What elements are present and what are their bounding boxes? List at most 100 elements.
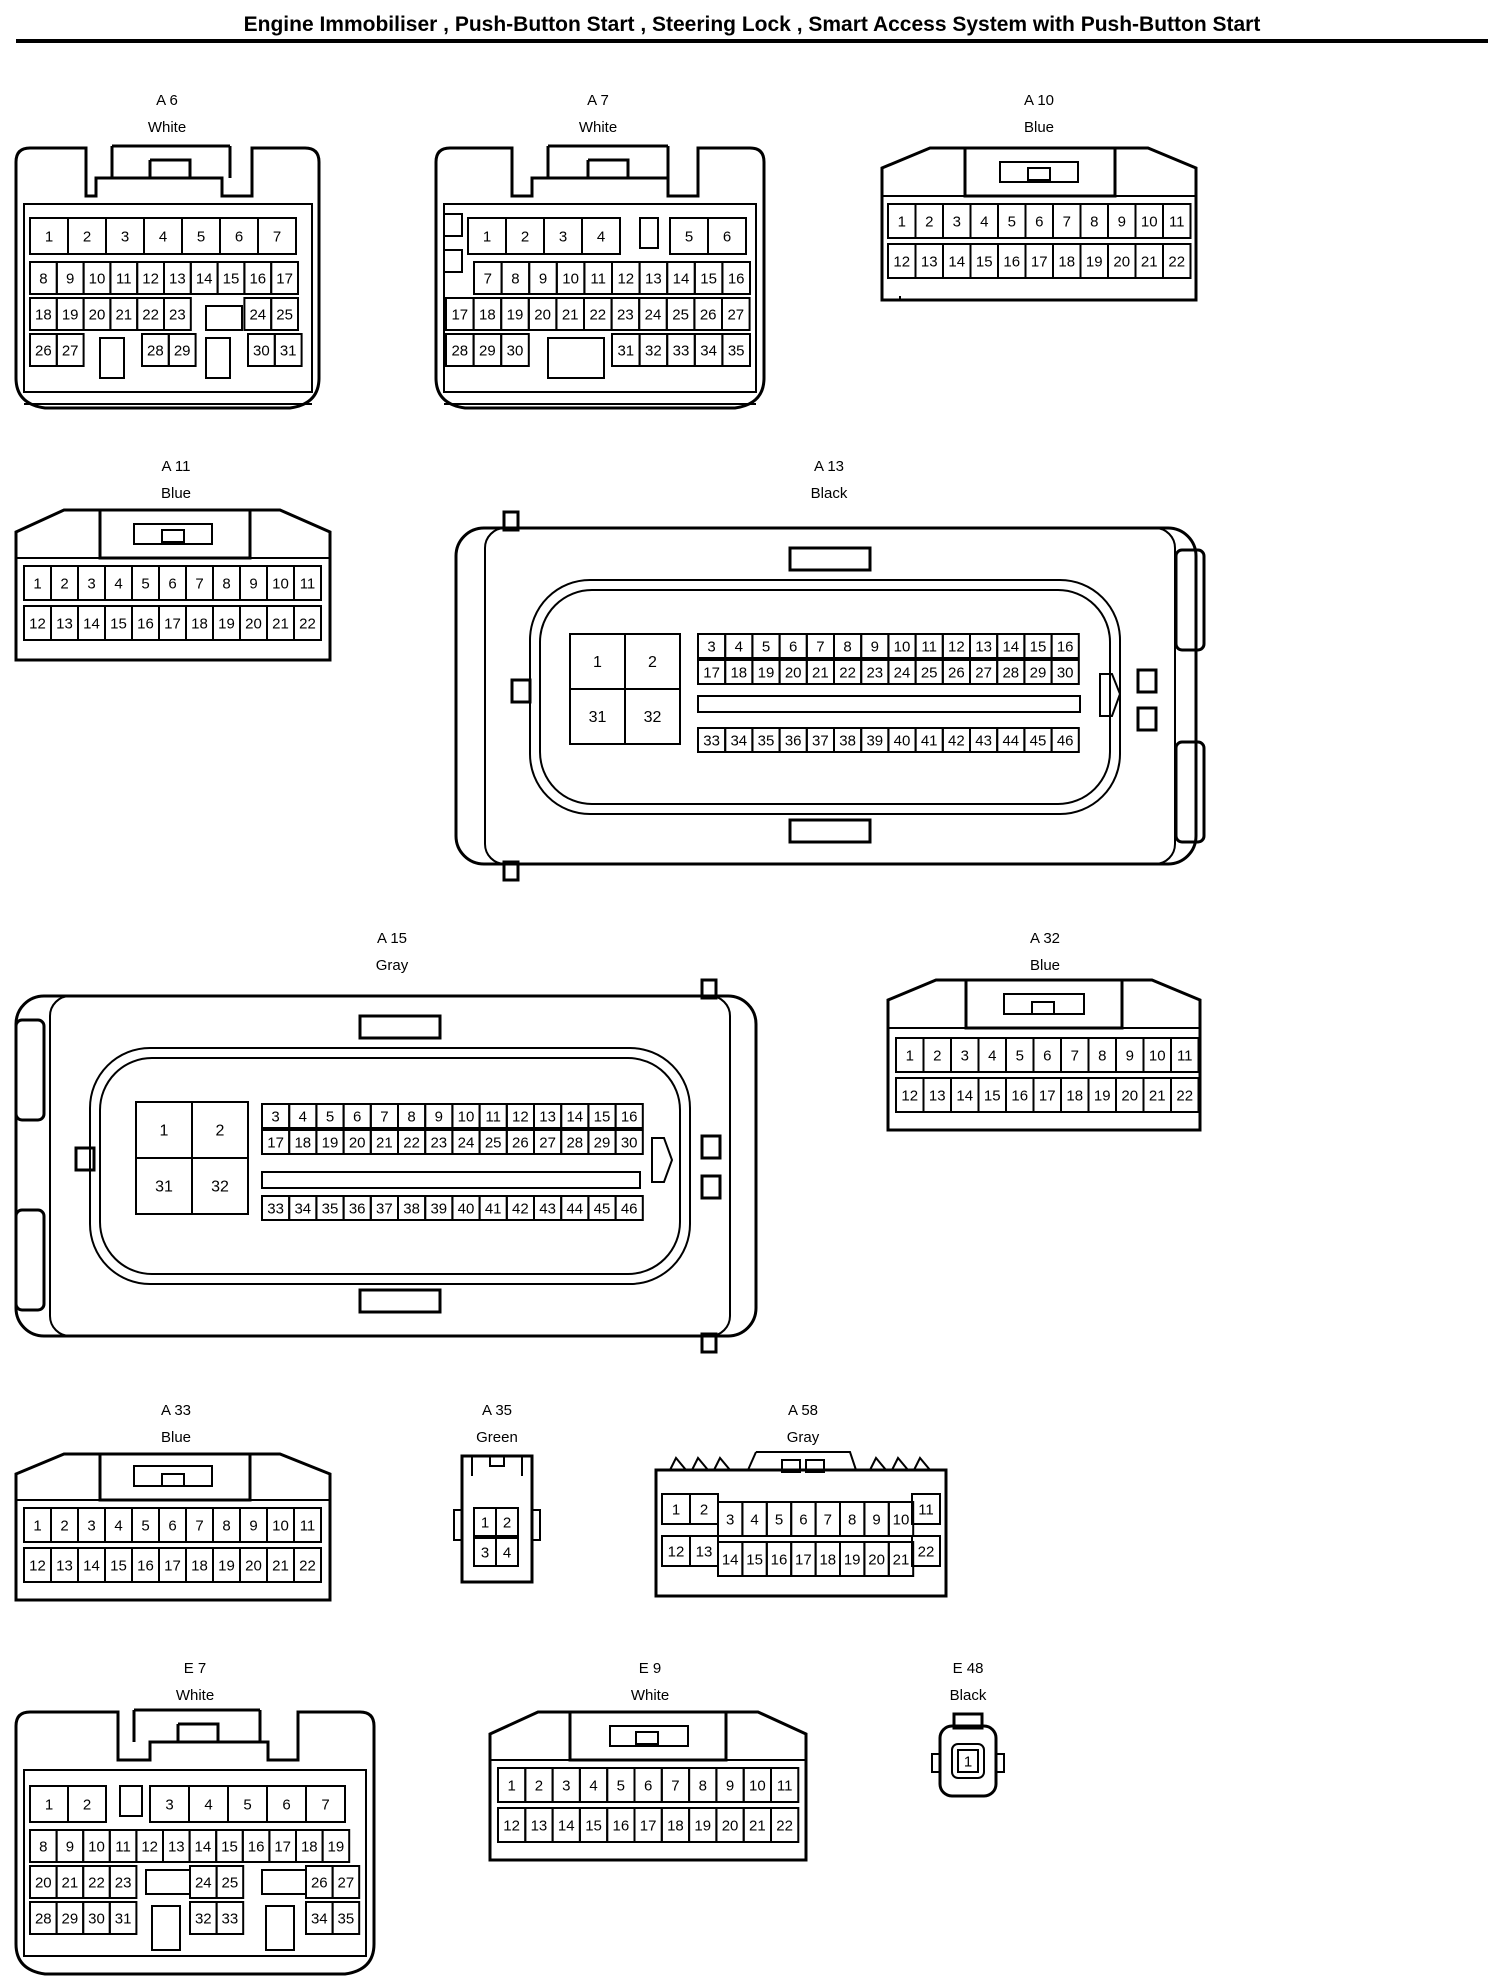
- a6-pin-number: 16: [249, 271, 266, 288]
- a13-pin-number: 33: [703, 733, 720, 750]
- a7-pin-cavity: [721, 333, 752, 367]
- a13-pin-number: 27: [975, 665, 992, 682]
- a32-pin-number: 20: [1121, 1088, 1138, 1105]
- e7-pin-number: 7: [321, 1797, 329, 1814]
- a58-pin-number: 3: [726, 1512, 734, 1529]
- a6-pin-number: 18: [35, 307, 52, 324]
- a15-pin-number: 7: [380, 1109, 388, 1126]
- a13-pin-number: 37: [812, 733, 829, 750]
- a13-pin-number: 13: [975, 639, 992, 656]
- a58-pin-number: 7: [824, 1512, 832, 1529]
- a11-pin-number: 17: [164, 616, 181, 633]
- a7-pin-number: 32: [645, 343, 662, 360]
- a10-pin-number: 20: [1113, 254, 1130, 271]
- a58-pin-number: 17: [795, 1552, 812, 1569]
- e48-pin-number: 1: [964, 1754, 972, 1771]
- a7-pin-number: 34: [700, 343, 717, 360]
- a6-pin-number: 1: [45, 229, 53, 246]
- e7-pin-number: 9: [66, 1839, 74, 1856]
- a6-pin-number: 4: [159, 229, 167, 246]
- a15-pin-number: 22: [403, 1135, 420, 1152]
- connector-e7: [14, 1708, 376, 1976]
- a32-pin-number: 19: [1094, 1088, 1111, 1105]
- connector-color-a58: Gray: [787, 1429, 820, 1446]
- a13-pin-number: 4: [735, 639, 743, 656]
- e7-pin-number: 16: [248, 1839, 265, 1856]
- a10-pin-number: 4: [980, 214, 988, 231]
- a7-pin-number: 2: [521, 229, 529, 246]
- a13-pin-number: 42: [948, 733, 965, 750]
- e7-pin-number: 32: [195, 1911, 212, 1928]
- a13-pin-number: 24: [894, 665, 911, 682]
- e9-pin-number: 9: [726, 1778, 734, 1795]
- a32-pin-number: 15: [984, 1088, 1001, 1105]
- e9-pin-number: 7: [671, 1778, 679, 1795]
- a6-pin-number: 15: [223, 271, 240, 288]
- a32-pin-number: 6: [1043, 1048, 1051, 1065]
- a10-pin-number: 11: [1169, 214, 1185, 231]
- page-title: Engine Immobiliser , Push-Button Start ,…: [244, 13, 1261, 36]
- a15-pin-number: 30: [621, 1135, 638, 1152]
- a7-pin-number: 10: [562, 271, 579, 288]
- a7-pin-number: 28: [451, 343, 468, 360]
- a32-pin-number: 3: [961, 1048, 969, 1065]
- a6-pin-number: 9: [66, 271, 74, 288]
- a33-pin-number: 19: [218, 1558, 235, 1575]
- a7-pin-number: 20: [534, 307, 551, 324]
- e9-pin-number: 6: [644, 1778, 652, 1795]
- a7-pin-cavity: [721, 297, 751, 331]
- a15-pin-number: 29: [594, 1135, 611, 1152]
- connector-id-e48: E 48: [953, 1660, 984, 1677]
- a33-pin-number: 3: [87, 1518, 95, 1535]
- a15-pin-number: 8: [407, 1109, 415, 1126]
- a15-pin-number: 14: [566, 1109, 583, 1126]
- a35-pin-number: 2: [503, 1515, 511, 1532]
- a58-pin-number: 8: [848, 1512, 856, 1529]
- a15-pin-number: 16: [621, 1109, 638, 1126]
- a10-pin-number: 10: [1141, 214, 1158, 231]
- a6-pin-number: 24: [249, 307, 266, 324]
- a15-pin-number: 35: [322, 1201, 339, 1218]
- a7-pin-cavity: [500, 333, 530, 367]
- a10-pin-number: 1: [898, 214, 906, 231]
- a11-pin-number: 8: [222, 576, 230, 593]
- a7-pin-number: 12: [617, 271, 634, 288]
- e7-pin-number: 17: [274, 1839, 291, 1856]
- a32-pin-number: 7: [1071, 1048, 1079, 1065]
- a33-pin-number: 22: [299, 1558, 316, 1575]
- e7-pin-number: 19: [328, 1839, 345, 1856]
- e9-pin-number: 10: [749, 1778, 766, 1795]
- a15-pin-number: 11: [485, 1109, 501, 1126]
- a13-pin-number: 11: [921, 639, 937, 656]
- e7-pin-cavity: [321, 1829, 351, 1863]
- a6-pin-number: 27: [62, 343, 79, 360]
- a10-pin-number: 18: [1058, 254, 1075, 271]
- a13-pin-number: 5: [762, 639, 770, 656]
- e48-pin-cavity: [957, 1749, 979, 1773]
- e7-pin-cavity: [305, 1785, 346, 1823]
- a33-pin-number: 7: [195, 1518, 203, 1535]
- a11-pin-number: 19: [218, 616, 235, 633]
- a11-pin-cavity: [293, 605, 322, 641]
- e9-pin-number: 20: [722, 1818, 739, 1835]
- a15-pin-number: 28: [566, 1135, 583, 1152]
- a6-pin-number: 7: [273, 229, 281, 246]
- connector-id-a11: A 11: [162, 458, 191, 475]
- connector-labels: A 6 White A 7 White A 10 Blue A 11 Blue …: [148, 92, 1060, 1704]
- a15-pin-number: 45: [594, 1201, 611, 1218]
- a10-pin-number: 13: [921, 254, 938, 271]
- a13-pin-cavity: [1050, 727, 1080, 753]
- connector-bodies: [14, 144, 1206, 1976]
- a6-pin-number: 31: [280, 343, 297, 360]
- a7-pin-number: 14: [673, 271, 690, 288]
- a13-pin-number: 20: [785, 665, 802, 682]
- connector-e9: [488, 1710, 808, 1862]
- a13-pin-number: 6: [789, 639, 797, 656]
- connector-a35: [453, 1454, 541, 1584]
- a6-pin-number: 29: [174, 343, 191, 360]
- a15-pin-number: 10: [458, 1109, 475, 1126]
- a7-pin-number: 15: [700, 271, 717, 288]
- a32-pin-number: 18: [1066, 1088, 1083, 1105]
- a11-pin-number: 1: [33, 576, 41, 593]
